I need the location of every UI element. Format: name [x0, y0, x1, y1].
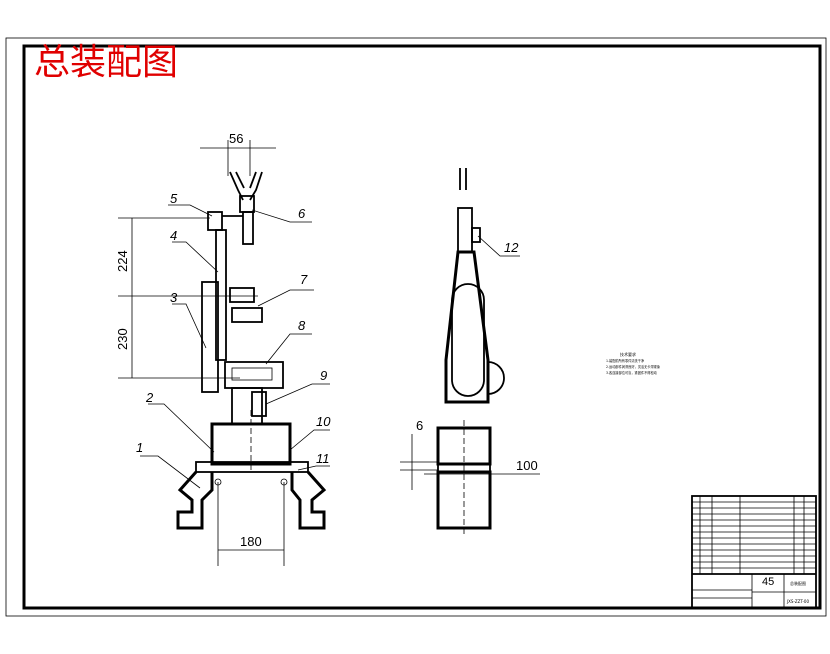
- leader-2: [148, 403, 215, 453]
- front-view: 56 224 230 180 1 2 3 4 5 6 7 8 9 10: [115, 131, 331, 566]
- side-view: 6 100 12: [400, 168, 540, 536]
- base-plate: [195, 461, 309, 473]
- leader-11: [297, 465, 330, 471]
- part-number-9: 9: [320, 368, 327, 383]
- technical-notes: 技术要求 1.装配前所有零件清洗干净 2.运动部件润滑良好，灵活无卡滞现象 3.…: [606, 351, 661, 375]
- part-number-8: 8: [298, 318, 306, 333]
- notes-line-3: 3.各连接部位可靠，紧固件不得松动: [606, 370, 657, 375]
- base-leg-right: [290, 471, 327, 530]
- side-capsule: [451, 283, 485, 397]
- title-block: 45 总装配图 JXS-ZZT-00: [691, 495, 817, 609]
- leader-9: [265, 383, 330, 405]
- part-number-3: 3: [170, 290, 178, 305]
- part-number-12: 12: [504, 240, 519, 255]
- gripper-wrist: [242, 211, 254, 245]
- leader-6: [251, 209, 312, 223]
- part-number-5: 5: [170, 191, 178, 206]
- parts-list-rows: [692, 496, 816, 574]
- sheet-border-inner: [22, 44, 822, 610]
- leader-10: [289, 429, 330, 451]
- part-number-6: 6: [298, 206, 306, 221]
- part-number-1: 1: [136, 440, 143, 455]
- sheet-border-outer: [5, 37, 827, 617]
- leader-12: [477, 235, 520, 257]
- side-block: [471, 227, 481, 243]
- dim-text-230: 230: [115, 328, 130, 350]
- lower-column: [231, 387, 263, 425]
- base-leg-left: [176, 471, 214, 530]
- side-gripper: [459, 168, 467, 190]
- dim-text-6: 6: [416, 418, 423, 433]
- notes-line-2: 2.运动部件润滑良好，灵活无卡滞现象: [606, 364, 661, 369]
- title-block-drawing-no: JXS-ZZT-00: [786, 599, 809, 604]
- part-number-10: 10: [316, 414, 331, 429]
- leader-7: [257, 289, 314, 307]
- title-block-material: 45: [762, 576, 774, 588]
- part-number-11: 11: [316, 451, 330, 466]
- cylinder-lower: [231, 307, 263, 323]
- dim-text-100: 100: [516, 458, 538, 473]
- title-block-frame: [691, 495, 817, 609]
- motor: [251, 391, 267, 417]
- notes-line-1: 1.装配前所有零件清洗干净: [606, 358, 645, 363]
- part-number-4: 4: [170, 228, 177, 243]
- guide-block: [224, 361, 284, 389]
- part-number-7: 7: [300, 272, 308, 287]
- leader-1: [140, 455, 201, 489]
- leader-5: [168, 204, 213, 217]
- side-bulge: [487, 361, 505, 395]
- wrist-block: [207, 211, 223, 231]
- title-block-name: 总装配图: [790, 580, 806, 586]
- leader-4: [172, 241, 219, 273]
- dim-text-224: 224: [115, 250, 130, 272]
- dim-text-56: 56: [229, 131, 243, 146]
- cylinder-upper: [229, 287, 255, 303]
- lifting-plate: [201, 281, 219, 393]
- leader-3: [172, 303, 207, 349]
- part-number-2: 2: [145, 390, 154, 405]
- leader-8: [265, 333, 312, 365]
- notes-heading: 技术要求: [620, 351, 636, 357]
- guide-block-inner: [231, 367, 273, 381]
- upper-column: [215, 229, 227, 361]
- drawing-title: 总装配图: [34, 42, 178, 83]
- side-wrist: [457, 207, 473, 253]
- dim-text-180: 180: [240, 534, 262, 549]
- side-arm: [444, 250, 490, 404]
